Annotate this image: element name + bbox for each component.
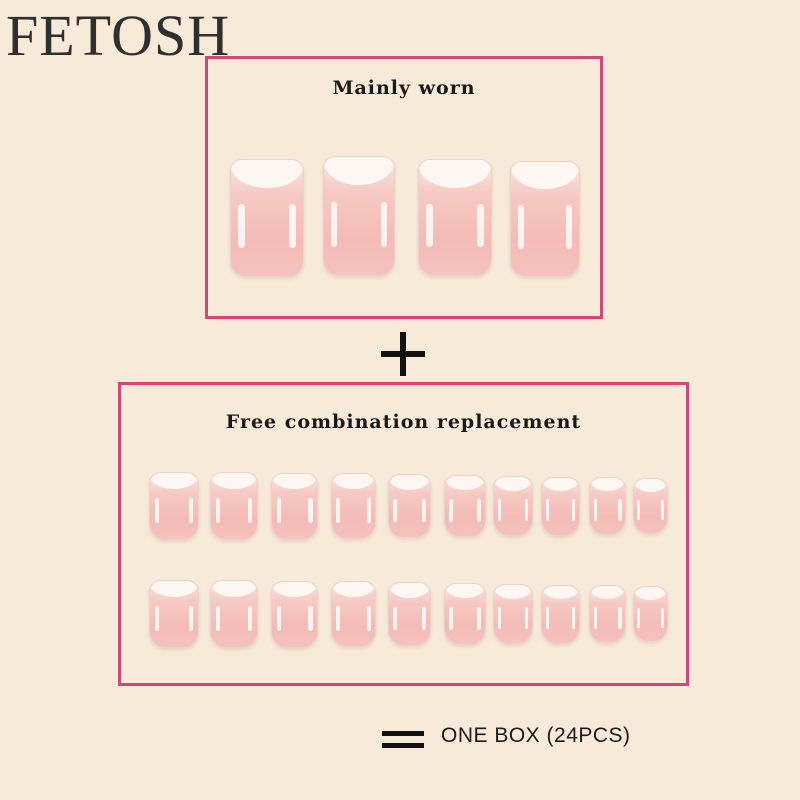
- box-count-label: ONE BOX (24PCS): [441, 724, 631, 747]
- nail-replacement: [271, 580, 318, 648]
- nail-replacement: [149, 472, 199, 540]
- main-set-title: Mainly worn: [332, 77, 476, 99]
- plus-icon: [381, 332, 425, 376]
- nail-replacement: [444, 475, 486, 537]
- extra-set-frame: Free combination replacement: [118, 382, 689, 686]
- nail-replacement: [444, 583, 486, 645]
- nail-replacement: [493, 584, 533, 644]
- nail-main: [230, 159, 304, 277]
- nail-replacement: [388, 582, 431, 646]
- nail-main: [323, 156, 395, 276]
- nail-replacement: [589, 585, 626, 643]
- nail-replacement: [388, 474, 431, 538]
- nail-replacement: [633, 586, 668, 642]
- nail-main: [418, 159, 492, 276]
- nail-replacement: [149, 580, 199, 648]
- nail-replacement: [633, 478, 668, 534]
- nail-main: [510, 161, 580, 277]
- extra-set-title: Free combination replacement: [225, 411, 582, 433]
- nail-replacement: [210, 580, 258, 648]
- nail-replacement: [271, 472, 318, 540]
- nail-replacement: [331, 473, 376, 539]
- nail-replacement: [541, 476, 580, 536]
- nail-replacement: [331, 581, 376, 647]
- nail-replacement: [210, 472, 258, 540]
- main-set-frame: Mainly worn: [205, 56, 603, 319]
- brand-logo: FETOSH: [6, 3, 231, 68]
- equals-icon: [382, 731, 424, 749]
- nail-replacement: [493, 476, 533, 536]
- nail-replacement: [589, 477, 626, 535]
- nail-replacement: [541, 584, 580, 644]
